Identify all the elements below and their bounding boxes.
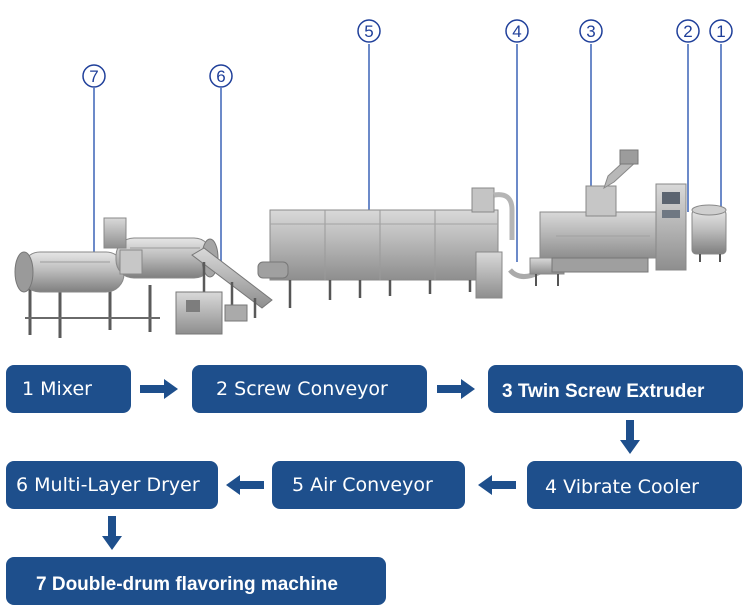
arrow-right-1-2 [140,379,178,399]
arrow-left-4-5 [478,475,516,495]
leader-lines [93,44,722,268]
inclined-screw-conveyor [175,247,273,335]
multi-layer-dryer [257,187,515,308]
svg-text:5: 5 [364,22,373,41]
callout-6: 6 [209,64,233,88]
step-air-conveyor: 5 Air Conveyor [272,461,465,509]
callout-badges: 1 2 3 4 5 6 7 [82,19,733,88]
step-multi-layer-dryer: 6 Multi-Layer Dryer [6,461,218,509]
step-screw-conveyor: 2 Screw Conveyor [192,365,427,413]
svg-text:2: 2 [683,22,692,41]
callout-4: 4 [505,19,529,43]
callout-7: 7 [82,64,106,88]
callout-3: 3 [579,19,603,43]
svg-text:1: 1 [716,22,725,41]
callout-5: 5 [357,19,381,43]
svg-text:4: 4 [512,22,521,41]
svg-text:3: 3 [586,22,595,41]
arrow-left-5-6 [226,475,264,495]
svg-text:6: 6 [216,67,225,86]
step-double-drum-flavoring-machine: 7 Double-drum flavoring machine [6,557,386,605]
callout-2: 2 [676,19,700,43]
arrow-down-6-7 [102,516,122,550]
callout-1: 1 [709,19,733,43]
mixer [691,204,727,262]
step-twin-screw-extruder: 3 Twin Screw Extruder [488,365,743,413]
control-cabinet [655,183,687,271]
production-line-illustration: 1 2 3 4 5 6 7 [14,19,733,338]
twin-screw-extruder [539,149,659,273]
arrow-down-3-4 [620,420,640,454]
arrow-right-2-3 [437,379,475,399]
step-mixer: 1 Mixer [6,365,131,413]
svg-text:7: 7 [89,67,98,86]
step-vibrate-cooler: 4 Vibrate Cooler [527,461,742,509]
